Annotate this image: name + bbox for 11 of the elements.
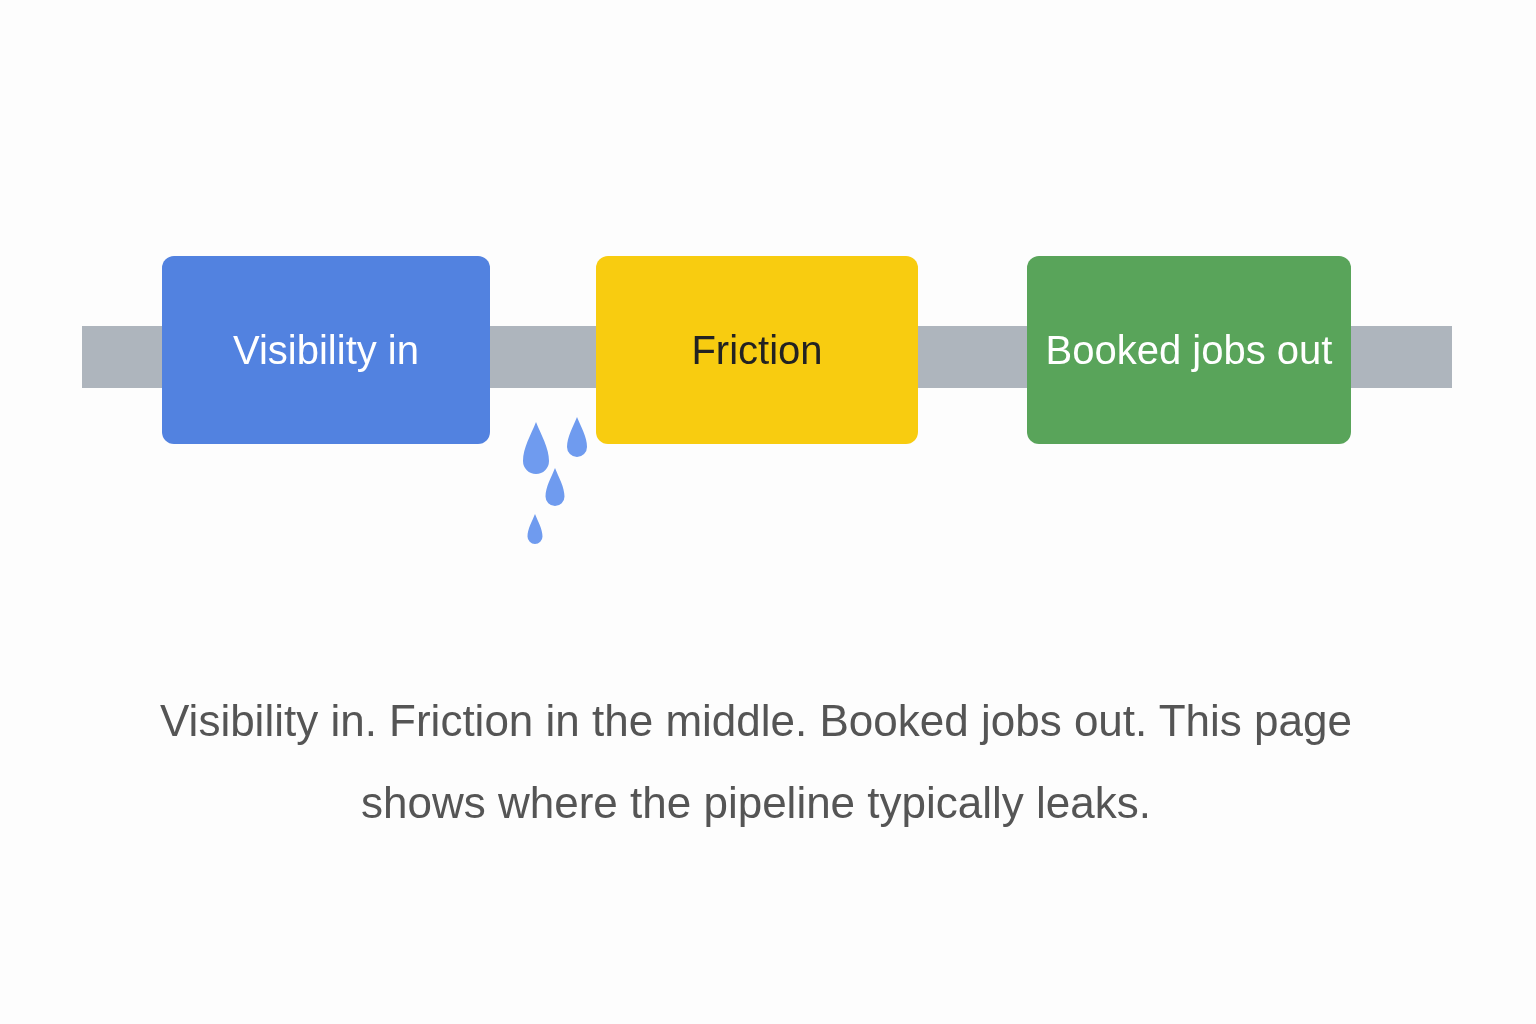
pipe-connector bbox=[490, 326, 596, 388]
stage-box bbox=[162, 256, 490, 444]
stage-box bbox=[1027, 256, 1351, 444]
pipe-connector bbox=[82, 326, 162, 388]
stage-label: Visibility in bbox=[233, 327, 419, 373]
stage-label: Friction bbox=[691, 327, 823, 373]
stage-label: Booked jobs out bbox=[1045, 327, 1333, 373]
stage-box bbox=[596, 256, 918, 444]
pipe-connector bbox=[918, 326, 1027, 388]
caption: Visibility in. Friction in the middle. Booked jobs out. This page shows where the pipeline typically leaks. bbox=[159, 695, 1353, 829]
pipe-connector bbox=[1351, 326, 1452, 388]
